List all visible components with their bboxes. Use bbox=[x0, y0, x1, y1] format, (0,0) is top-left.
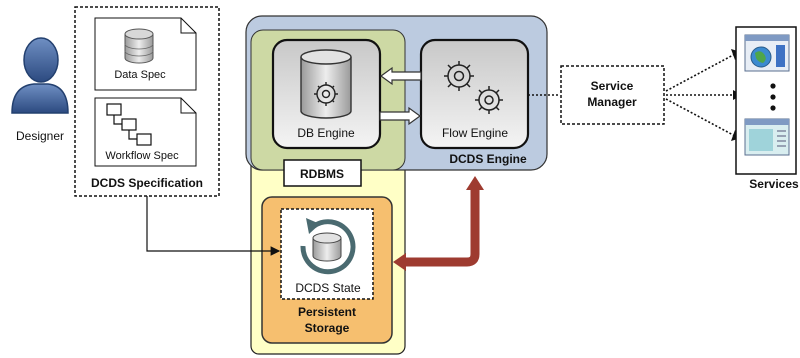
rdbms-label: RDBMS bbox=[300, 167, 344, 181]
engine-connection-arrows bbox=[379, 66, 422, 126]
workflow-icon bbox=[106, 103, 152, 146]
persistent-storage-title-2: Storage bbox=[305, 321, 350, 335]
dcds-state-label: DCDS State bbox=[295, 281, 361, 295]
service-manager-label-1: Service bbox=[591, 79, 634, 93]
specification-title: DCDS Specification bbox=[91, 176, 203, 190]
window-icon bbox=[744, 118, 790, 156]
data-spec-label: Data Spec bbox=[114, 69, 166, 81]
persistent-storage-title-1: Persistent bbox=[298, 305, 356, 319]
flow-engine: Flow Engine bbox=[419, 38, 530, 150]
flow-engine-label: Flow Engine bbox=[442, 126, 508, 140]
spec-to-state-arrow bbox=[146, 196, 281, 256]
service-manager: Service Manager bbox=[560, 65, 665, 125]
data-spec-document: Data Spec bbox=[94, 17, 197, 91]
db-engine: DB Engine bbox=[271, 38, 382, 150]
workflow-spec-document: Workflow Spec bbox=[94, 97, 197, 167]
refresh-database-icon bbox=[300, 218, 356, 275]
dcds-engine-title: DCDS Engine bbox=[449, 152, 527, 166]
dcds-specification: Data Spec Workflow Spec DCDS Specificati… bbox=[74, 6, 220, 197]
workflow-spec-label: Workflow Spec bbox=[105, 150, 179, 162]
database-gear-icon bbox=[300, 49, 352, 119]
persistent-storage: DCDS State Persistent Storage bbox=[261, 196, 393, 344]
designer-label: Designer bbox=[16, 129, 64, 143]
vertical-ellipsis-icon bbox=[770, 83, 776, 111]
engine-storage-link bbox=[393, 176, 484, 271]
globe-window-icon bbox=[744, 34, 790, 72]
services: Services bbox=[735, 26, 799, 191]
service-links bbox=[665, 53, 736, 137]
services-title: Services bbox=[749, 177, 799, 191]
service-manager-label-2: Manager bbox=[587, 95, 637, 109]
rdbms-label-box bbox=[283, 159, 362, 187]
designer-figure: Designer bbox=[11, 37, 69, 143]
gears-icon bbox=[444, 61, 503, 114]
person-icon bbox=[11, 37, 69, 114]
database-icon bbox=[124, 28, 154, 64]
db-engine-label: DB Engine bbox=[297, 126, 355, 140]
